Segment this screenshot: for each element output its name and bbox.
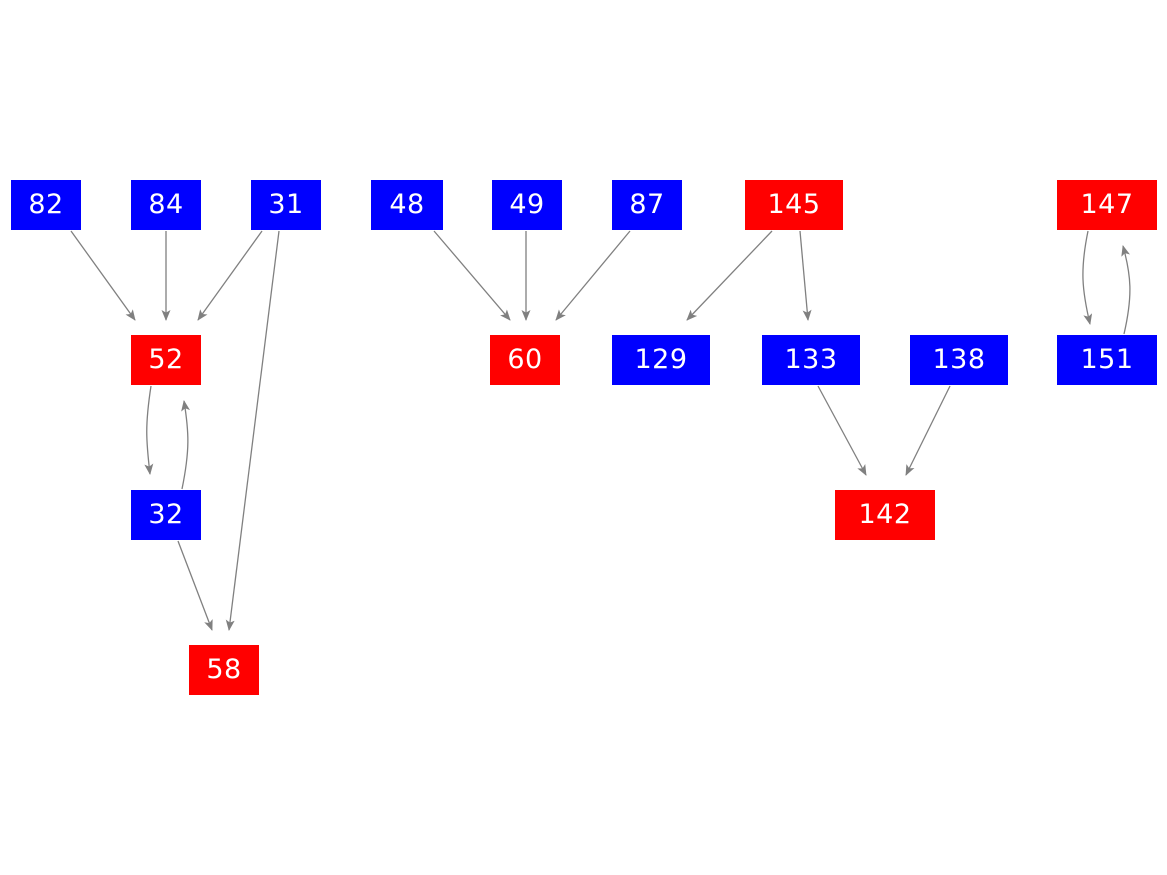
graph-node-label: 58 xyxy=(206,653,242,685)
graph-edge xyxy=(177,540,213,631)
graph-node-58[interactable]: 58 xyxy=(189,645,259,695)
graph-edge xyxy=(225,230,280,631)
graph-node-label: 31 xyxy=(268,188,304,220)
graph-node-133[interactable]: 133 xyxy=(762,335,860,385)
graph-edge xyxy=(181,400,191,490)
graph-node-label: 84 xyxy=(148,188,184,220)
graph-node-label: 87 xyxy=(629,188,665,220)
graph-edge xyxy=(799,230,812,321)
graph-node-60[interactable]: 60 xyxy=(490,335,560,385)
graph-node-label: 147 xyxy=(1080,188,1134,220)
graph-node-84[interactable]: 84 xyxy=(131,180,201,230)
graph-node-31[interactable]: 31 xyxy=(251,180,321,230)
graph-node-151[interactable]: 151 xyxy=(1057,335,1157,385)
graph-node-label: 151 xyxy=(1080,343,1134,375)
graph-node-label: 138 xyxy=(932,343,986,375)
graph-node-48[interactable]: 48 xyxy=(371,180,443,230)
graph-node-label: 142 xyxy=(858,498,912,530)
graph-edge xyxy=(197,230,263,321)
graph-node-label: 60 xyxy=(507,343,543,375)
graph-node-label: 48 xyxy=(389,188,425,220)
graph-edge xyxy=(555,230,631,321)
graph-edge xyxy=(1121,245,1131,335)
graph-node-145[interactable]: 145 xyxy=(745,180,843,230)
graph-node-label: 129 xyxy=(634,343,688,375)
graph-node-label: 145 xyxy=(767,188,821,220)
graph-edge xyxy=(144,385,154,475)
graph-edge xyxy=(70,230,136,321)
graph-edge xyxy=(817,385,867,476)
graph-edge xyxy=(686,230,773,321)
graph-edge xyxy=(905,385,951,476)
graph-node-32[interactable]: 32 xyxy=(131,490,201,540)
graph-edge xyxy=(433,230,511,321)
graph-node-138[interactable]: 138 xyxy=(910,335,1008,385)
graph-node-label: 133 xyxy=(784,343,838,375)
graph-node-82[interactable]: 82 xyxy=(11,180,81,230)
graph-node-142[interactable]: 142 xyxy=(835,490,935,540)
graph-edges xyxy=(70,230,1131,631)
graph-node-49[interactable]: 49 xyxy=(492,180,562,230)
graph-node-129[interactable]: 129 xyxy=(612,335,710,385)
graph-edge xyxy=(1082,230,1093,325)
graph-node-label: 32 xyxy=(148,498,184,530)
graph-node-label: 52 xyxy=(148,343,184,375)
graph-node-label: 49 xyxy=(509,188,545,220)
graph-node-label: 82 xyxy=(28,188,64,220)
graph-node-52[interactable]: 52 xyxy=(131,335,201,385)
graph-node-147[interactable]: 147 xyxy=(1057,180,1157,230)
graph-node-87[interactable]: 87 xyxy=(612,180,682,230)
